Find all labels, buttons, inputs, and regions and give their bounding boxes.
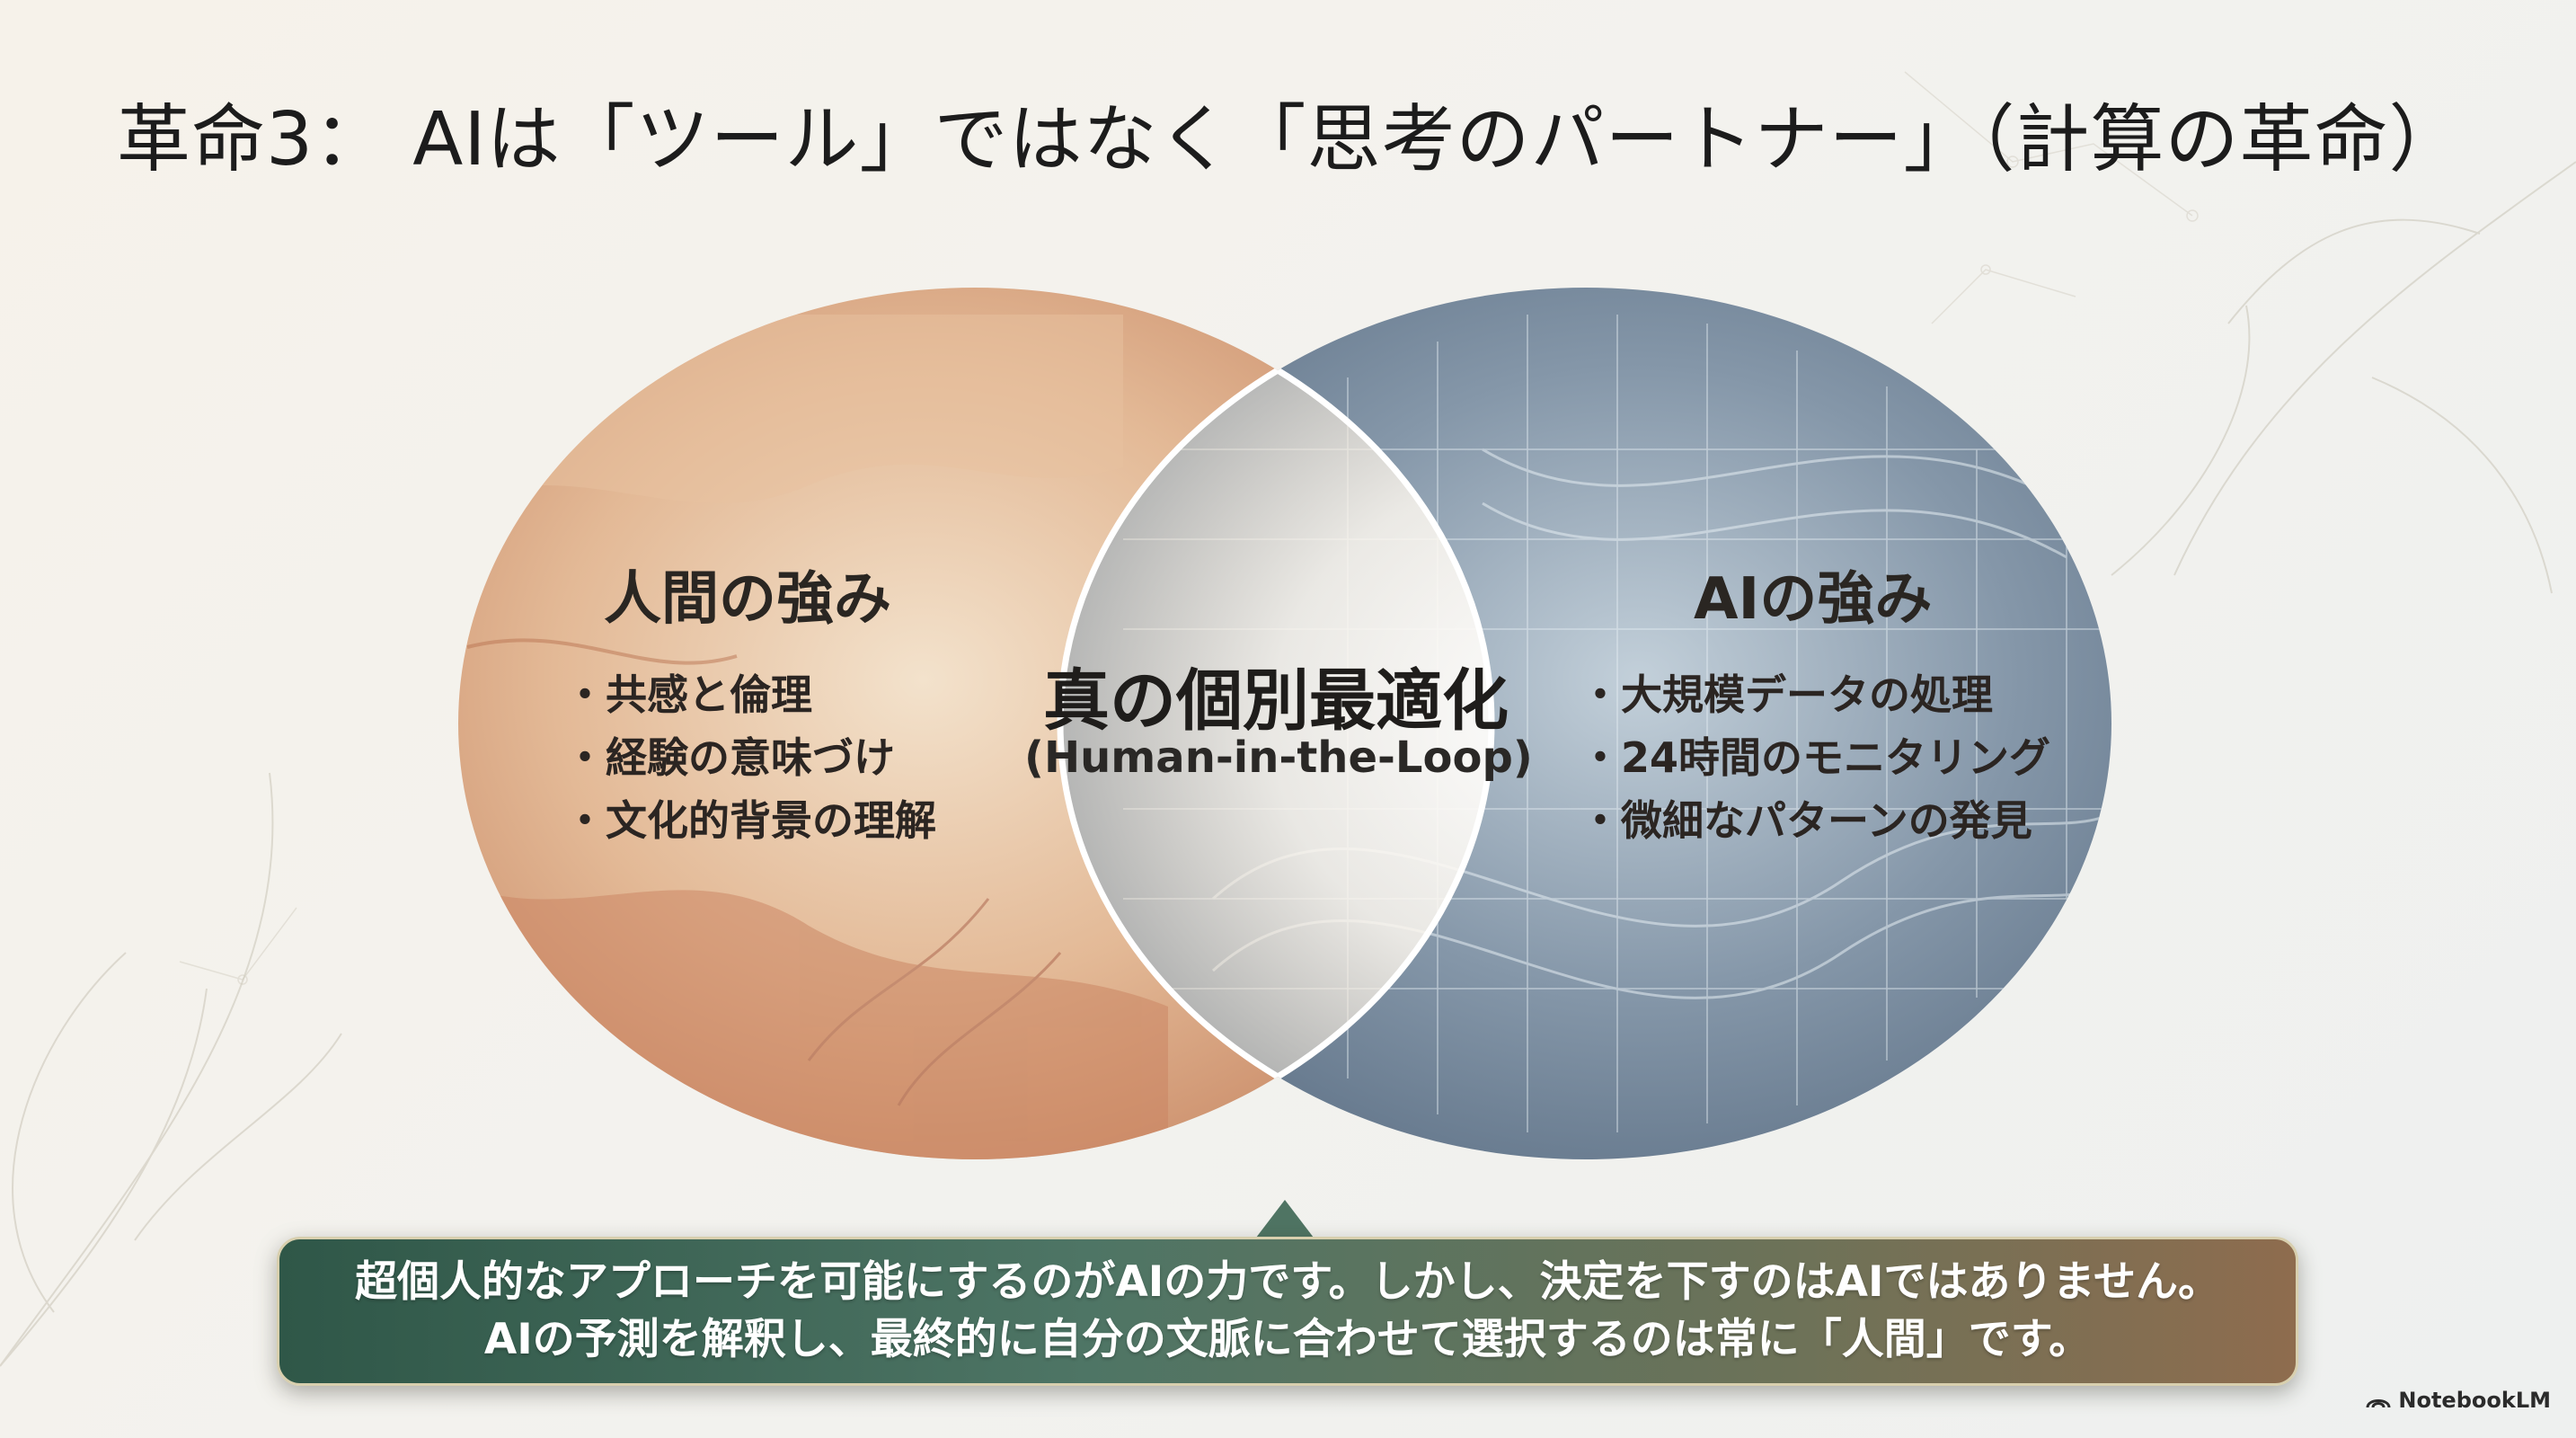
- brand-watermark: NotebookLM: [2366, 1388, 2551, 1413]
- ai-strengths-heading: AIの強み: [1694, 566, 1933, 633]
- page-title: 革命3： AIは「ツール」ではなく「思考のパートナー」（計算の革命）: [117, 97, 2464, 182]
- intersection-subtitle: (Human-in-the-Loop): [1024, 732, 1533, 783]
- list-item: 大規模データの処理: [1580, 663, 2050, 726]
- callout-line-2: AIの予測を解釈し、最終的に自分の文脈に合わせて選択するのは常に「人間」です。: [483, 1315, 2092, 1364]
- notebooklm-logo-icon: [2366, 1399, 2391, 1408]
- intersection-outline: [1057, 288, 1492, 1159]
- summary-callout: 超個人的なアプローチを可能にするのがAIの力です。しかし、決定を下すのはAIでは…: [277, 1237, 2298, 1386]
- ai-strengths-list: 大規模データの処理 24時間のモニタリング 微細なパターンの発見: [1580, 663, 2050, 852]
- intersection-title: 真の個別最適化: [1043, 662, 1509, 740]
- list-item: 文化的背景の理解: [564, 789, 936, 852]
- human-strengths-list: 共感と倫理 経験の意味づけ 文化的背景の理解: [564, 663, 936, 852]
- brand-label: NotebookLM: [2398, 1388, 2551, 1413]
- list-item: 微細なパターンの発見: [1580, 789, 2050, 852]
- list-item: 経験の意味づけ: [564, 726, 936, 789]
- list-item: 24時間のモニタリング: [1580, 726, 2050, 789]
- list-item: 共感と倫理: [564, 663, 936, 726]
- human-strengths-heading: 人間の強み: [604, 566, 891, 633]
- callout-pointer: [1256, 1200, 1314, 1238]
- callout-line-1: 超個人的なアプローチを可能にするのがAIの力です。しかし、決定を下すのはAIでは…: [354, 1257, 2221, 1307]
